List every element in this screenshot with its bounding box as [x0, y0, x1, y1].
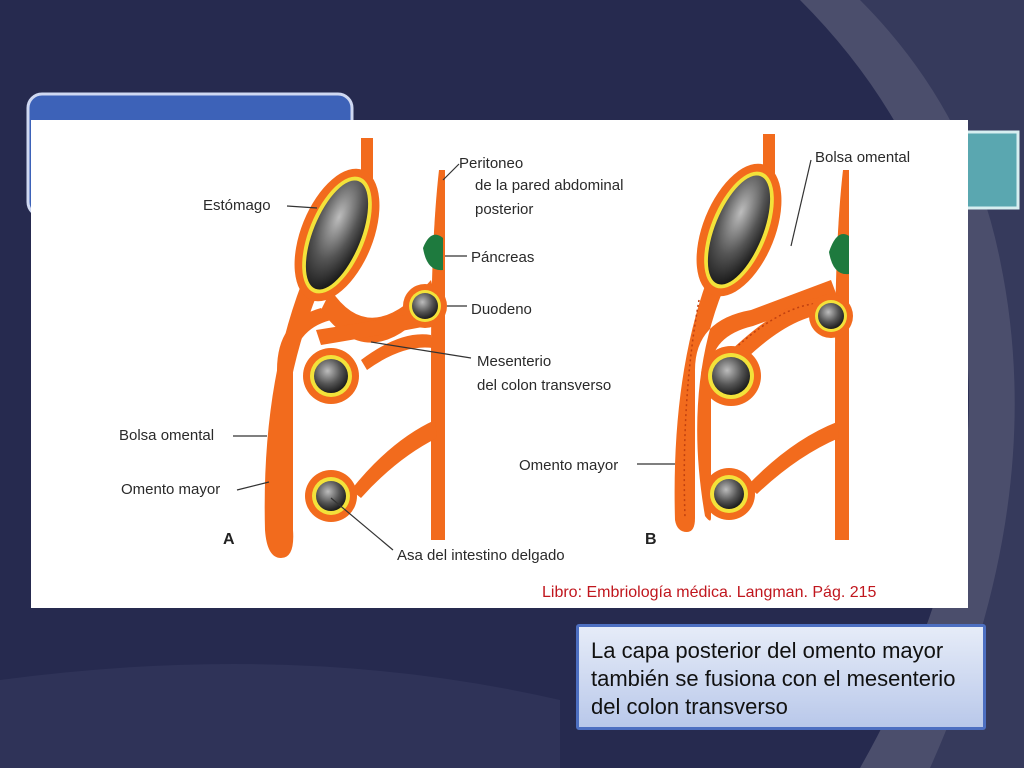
label-mesenterio-line2: del colon transverso [477, 377, 611, 394]
label-peritoneo-line2: de la pared abdominal [475, 177, 623, 194]
label-asa-intestino: Asa del intestino delgado [397, 547, 565, 564]
label-omento-mayor-a: Omento mayor [121, 481, 220, 498]
label-duodeno: Duodeno [471, 301, 532, 318]
explanation-text: La capa posterior del omento mayor tambi… [591, 638, 956, 719]
label-omento-mayor-b: Omento mayor [519, 457, 618, 474]
label-estomago: Estómago [203, 197, 271, 214]
label-bolsa-omental-a: Bolsa omental [119, 427, 214, 444]
panel-a-drawing [233, 138, 472, 558]
panel-letter-b: B [645, 531, 657, 548]
explanation-textbox: La capa posterior del omento mayor tambi… [576, 624, 986, 730]
embryology-figure: Peritoneo de la pared abdominal posterio… [31, 120, 968, 608]
label-pancreas: Páncreas [471, 249, 534, 266]
label-bolsa-omental-b: Bolsa omental [815, 149, 910, 166]
figure-caption: Libro: Embriología médica. Langman. Pág.… [542, 584, 877, 601]
panel-b-drawing [637, 134, 853, 540]
accent-box [964, 130, 1020, 210]
label-peritoneo-line1: Peritoneo [459, 155, 523, 172]
label-mesenterio-line1: Mesenterio [477, 353, 551, 370]
panel-letter-a: A [223, 531, 235, 548]
label-peritoneo-line3: posterior [475, 201, 533, 218]
